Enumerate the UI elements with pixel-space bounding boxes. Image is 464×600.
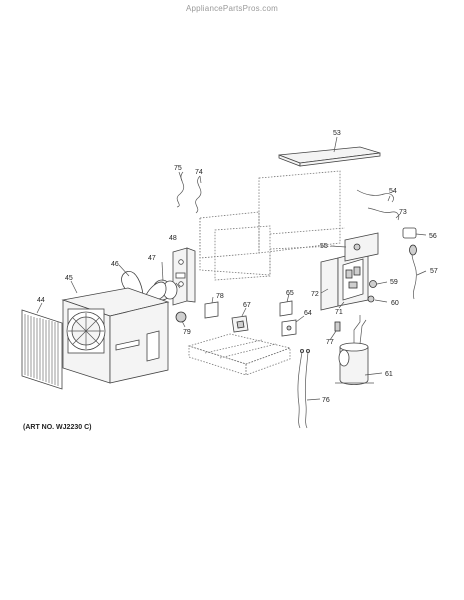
callout-53: 53 xyxy=(333,130,341,137)
callout-64: 64 xyxy=(304,310,312,317)
motor-bracket-part xyxy=(172,247,196,306)
callout-48: 48 xyxy=(169,235,177,242)
callout-60: 60 xyxy=(391,300,399,307)
callout-73: 73 xyxy=(399,209,407,216)
callout-75: 75 xyxy=(174,165,182,172)
watermark: AppliancePartsPros.com xyxy=(186,4,278,13)
callout-78: 78 xyxy=(216,293,224,300)
callout-76: 76 xyxy=(322,397,330,404)
outer-casing-part xyxy=(61,280,170,384)
callout-46: 46 xyxy=(111,261,119,268)
callout-47: 47 xyxy=(148,255,156,262)
compressor-part xyxy=(335,315,383,385)
callout-55: 55 xyxy=(320,243,328,250)
grille-part xyxy=(21,302,63,390)
callout-72: 72 xyxy=(311,291,319,298)
base-plate-part xyxy=(187,333,292,376)
callout-54: 54 xyxy=(389,188,397,195)
callout-45: 45 xyxy=(65,275,73,282)
top-cover-part xyxy=(278,136,381,167)
small-parts xyxy=(175,296,249,333)
callout-79: 79 xyxy=(183,329,191,336)
wire-parts xyxy=(176,171,202,214)
connector-part xyxy=(329,321,341,341)
tube-parts xyxy=(356,189,401,221)
wire-harness-part xyxy=(297,348,321,429)
callout-67: 67 xyxy=(243,302,251,309)
callout-61: 61 xyxy=(385,371,393,378)
control-board-part xyxy=(320,232,379,311)
callout-44: 44 xyxy=(37,297,45,304)
sensor-parts xyxy=(279,293,305,337)
art-number: (ART NO. WJ2230 C) xyxy=(23,424,92,431)
casing-outline xyxy=(199,170,346,281)
callout-65: 65 xyxy=(286,290,294,297)
callout-71: 71 xyxy=(335,309,343,316)
callout-57: 57 xyxy=(430,268,438,275)
callout-74: 74 xyxy=(195,169,203,176)
callout-56: 56 xyxy=(429,233,437,240)
callout-77: 77 xyxy=(326,339,334,346)
callout-59: 59 xyxy=(390,279,398,286)
valve-parts xyxy=(367,227,427,303)
